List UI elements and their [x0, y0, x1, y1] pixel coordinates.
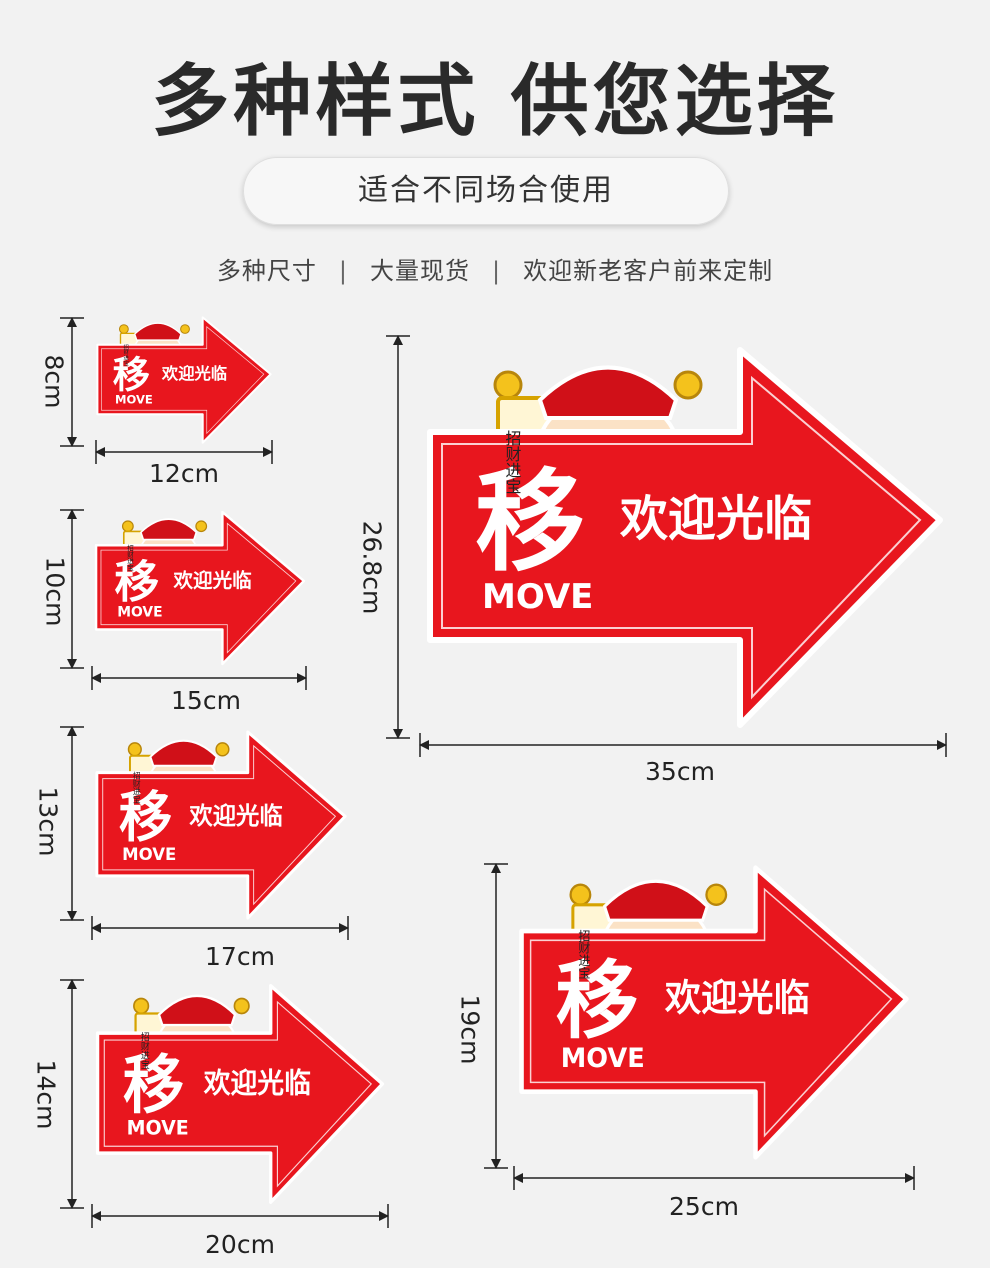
height-label: 10cm — [40, 556, 70, 627]
main-char: 移 — [113, 353, 150, 397]
slogan-text: 欢迎光临 — [188, 802, 282, 830]
main-char: 移 — [123, 1047, 184, 1122]
height-label: 19cm — [455, 994, 485, 1065]
move-text: MOVE — [482, 577, 593, 617]
scroll-text: 招财进宝 — [138, 1031, 149, 1069]
feature-item: 大量现货 — [370, 257, 470, 285]
height-label: 26.8cm — [357, 520, 387, 615]
feature-item: 多种尺寸 — [216, 257, 317, 285]
feature-item: 欢迎新老客户前来定制 — [523, 257, 774, 285]
move-text: MOVE — [561, 1044, 645, 1074]
main-char: 移 — [475, 457, 585, 586]
scroll-text: 招财进宝 — [503, 430, 522, 494]
arrow-sign: 移 MOVE 欢迎光临 招财进宝 — [96, 316, 272, 444]
width-label: 12cm — [149, 459, 219, 488]
arrow-sign: 移 MOVE 欢迎光临 招财进宝 — [427, 347, 943, 728]
headline: 多种样式 供您选择 — [151, 57, 839, 147]
slogan-text: 欢迎光临 — [173, 569, 252, 592]
slogan-text: 欢迎光临 — [664, 976, 810, 1019]
height-label: 14cm — [31, 1059, 61, 1130]
width-label: 15cm — [171, 686, 241, 715]
slogan-text: 欢迎光临 — [203, 1067, 311, 1100]
arrow-sign: 移 MOVE 欢迎光临 招财进宝 — [94, 510, 306, 666]
arrow-sign: 移 MOVE 欢迎光临 招财进宝 — [95, 984, 385, 1204]
main-char: 移 — [119, 785, 173, 850]
move-text: MOVE — [117, 605, 162, 621]
move-text: MOVE — [115, 393, 153, 407]
scroll-text: 招财进宝 — [122, 343, 129, 366]
slogan-text: 欢迎光临 — [161, 364, 227, 383]
scroll-text: 招财进宝 — [125, 543, 133, 570]
slogan-text: 欢迎光临 — [619, 491, 812, 547]
width-label: 35cm — [645, 757, 715, 786]
move-text: MOVE — [127, 1116, 189, 1139]
arrow-sign: 移 MOVE 欢迎光临 招财进宝 — [519, 865, 909, 1160]
width-label: 25cm — [669, 1192, 739, 1221]
scroll-text: 招财进宝 — [577, 929, 591, 979]
move-text: MOVE — [122, 844, 176, 864]
height-label: 13cm — [33, 786, 63, 857]
main-char: 移 — [114, 555, 159, 608]
width-label: 17cm — [205, 942, 275, 971]
height-label: 8cm — [39, 354, 69, 409]
width-label: 20cm — [205, 1230, 275, 1259]
main-char: 移 — [556, 950, 639, 1050]
arrow-sign: 移 MOVE 欢迎光临 招财进宝 — [95, 730, 347, 920]
scroll-text: 招财进宝 — [132, 771, 141, 804]
subtitle-pill: 适合不同场合使用 — [243, 157, 729, 225]
feature-list: 多种尺寸|大量现货|欢迎新老客户前来定制 — [216, 257, 774, 285]
